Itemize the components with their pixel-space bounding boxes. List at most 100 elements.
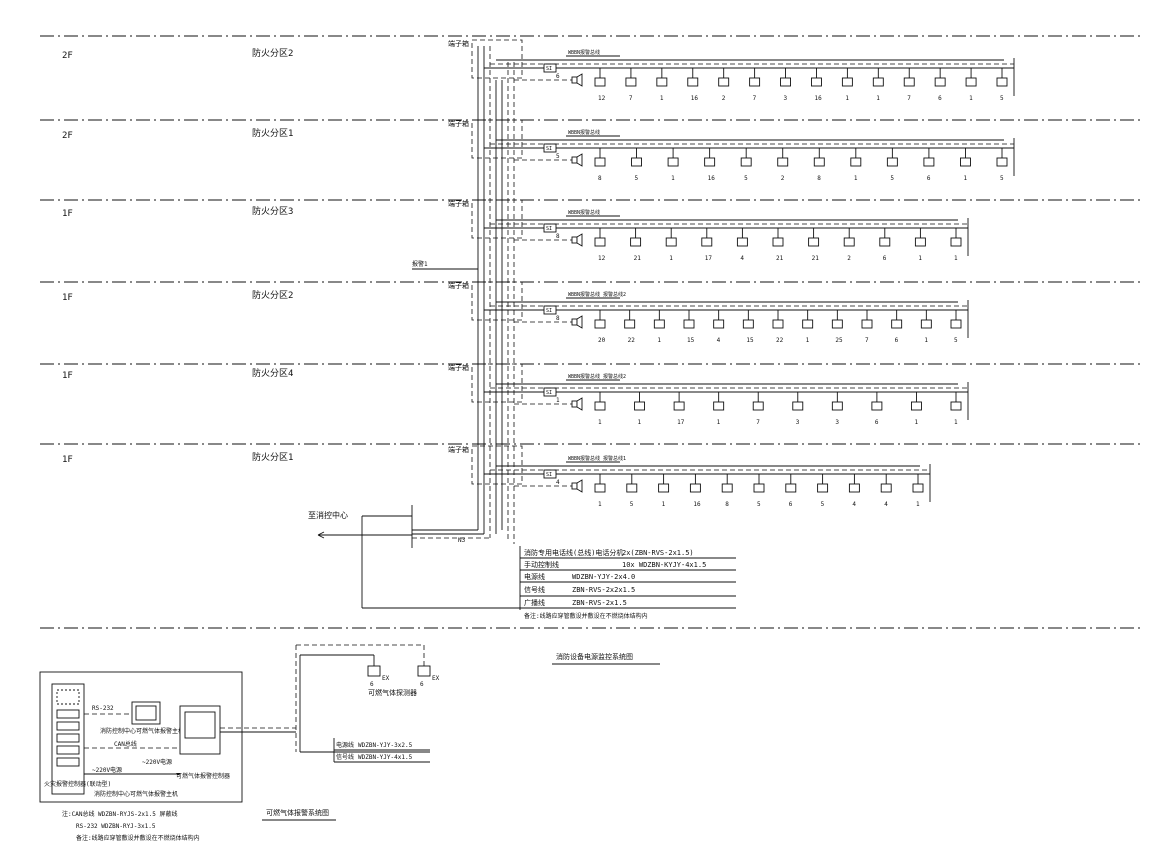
junction-box [471,445,523,485]
can-bus-label: CAN总线 [114,740,137,748]
device-count: 16 [691,95,699,102]
speaker-icon [571,156,578,164]
legend-spec: ZBN-RVS-2x1.5 [572,599,627,607]
device-count: 15 [687,337,695,344]
gas-cable-row: 电源线 [336,741,354,749]
device-symbol [914,237,926,247]
bus-label: WBBN报警总线 [568,129,600,136]
device-symbol [831,319,843,329]
power-label: ~220V电源 [92,766,122,774]
floor-level: 1F [62,209,73,219]
device-count: 1 [669,255,673,262]
device-count: 1 [918,255,922,262]
device-count: 5 [890,175,894,182]
junction-box [471,363,523,403]
floor-level: 1F [62,371,73,381]
legend-name: 手动控制线 [524,560,559,569]
gas-cable-spec: WDZBN-YJY-4x1.5 [358,754,413,761]
floor-zone: 防火分区3 [252,205,293,217]
device-count: 6 [789,501,793,508]
device-symbol [792,401,804,411]
device-count: 20 [598,337,606,344]
device-symbol [912,483,924,493]
legend-spec: ZBN-RVS-2x2x1.5 [572,586,635,594]
junction-box-label: 端子箱 [448,199,469,208]
device-count: 5 [635,175,639,182]
floor-zone: 防火分区2 [252,47,293,59]
device-symbol [808,237,820,247]
device-count: 16 [693,501,701,508]
device-count: 1 [914,419,918,426]
device-count: 5 [954,337,958,344]
to-control-center-label: 至消控中心 [308,510,348,520]
device-symbol [631,157,642,167]
junction-box-label: 端子箱 [448,119,469,128]
device-count: 16 [708,175,716,182]
device-count: 22 [776,337,784,344]
device-symbol [689,483,701,493]
device-count: 1 [969,95,973,102]
device-symbol [996,77,1008,87]
device-count: 2 [847,255,851,262]
device-count: 1 [717,419,721,426]
device-count: 7 [865,337,869,344]
floor-level: 2F [62,131,73,141]
bus-label: WBBN报警总线 报警总线2 [568,373,626,380]
si-label: SI [546,390,552,396]
device-count: 1 [876,95,880,102]
speaker-icon [576,153,583,167]
monitoring-title: 消防设备电源监控系统图 [552,652,660,665]
cable-legend-table: 消防专用电话线(总线)电话分机 2x(ZBN-RVS-2x1.5) 手动控制线 … [519,546,736,620]
device-symbol [630,237,642,247]
device-symbol [713,401,725,411]
device-count: 1 [598,501,602,508]
legend-spec: 10x WDZBN-KYJY-4x1.5 [622,561,706,569]
device-symbol [594,157,606,167]
device-symbol [625,77,637,87]
device-symbol [872,77,884,87]
device-count: 4 [884,501,888,508]
device-symbol [831,401,843,411]
device-count: 6 [883,255,887,262]
device-count: 1 [638,419,642,426]
device-count: 7 [756,419,760,426]
junction-box [471,199,523,239]
rs232-label: RS-232 [92,705,114,712]
device-count: 1 [924,337,928,344]
device-symbol [780,77,791,87]
device-symbol [683,319,695,329]
device-count: 1 [662,501,666,508]
device-symbol [934,77,946,87]
device-symbol [634,401,646,411]
device-symbol [653,319,665,329]
device-count: 1 [806,337,810,344]
device-symbol [920,319,932,329]
device-symbol [850,157,862,167]
device-symbol [777,157,789,167]
device-count: 21 [634,255,642,262]
device-symbol [910,401,922,411]
floor-zone: 防火分区1 [252,451,293,463]
monitor-label: 消防控制中心可燃气体报警主机 [100,727,184,735]
zone-number: 4 [556,479,560,486]
speaker-icon [571,318,578,326]
device-count: 5 [757,501,761,508]
device-count: 7 [753,95,757,102]
si-label: SI [546,66,552,72]
detector-tag: EX [432,675,440,682]
device-count: 21 [776,255,784,262]
speaker-icon [571,236,578,244]
riser-trunks [477,46,515,544]
floor-level: 2F [62,51,73,61]
device-symbol [965,77,977,87]
device-count: 1 [845,95,849,102]
control-center-link: 至消控中心 N3 报警1 [308,260,520,609]
device-symbol [736,237,748,247]
device-count: 17 [677,419,685,426]
detector-title: 可燃气体探测器 [368,688,417,697]
device-symbol [624,319,636,329]
junction-box [471,281,523,321]
